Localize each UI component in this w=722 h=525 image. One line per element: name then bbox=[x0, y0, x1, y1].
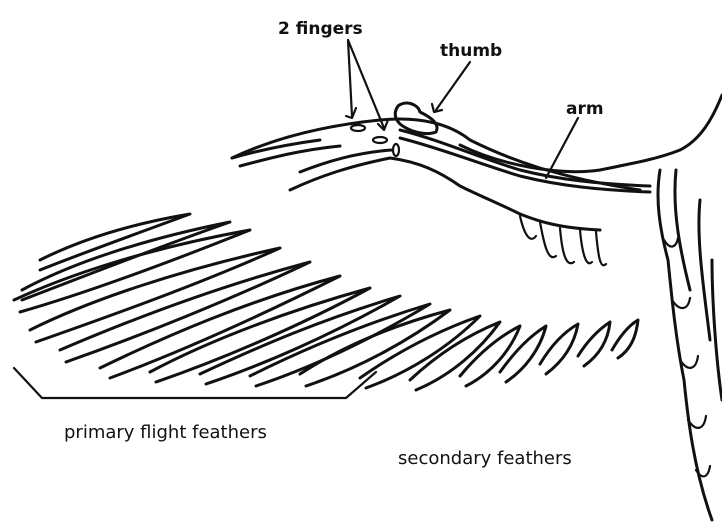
covert-row-1 bbox=[232, 140, 392, 172]
covert-row-2 bbox=[290, 158, 600, 230]
finger-oval-2 bbox=[373, 137, 387, 143]
label-fingers: 2 fingers bbox=[278, 19, 363, 39]
inner-secondary-tips bbox=[520, 216, 606, 265]
label-primary-flight-feathers: primary flight feathers bbox=[64, 422, 267, 443]
label-secondary-feathers: secondary feathers bbox=[398, 448, 572, 469]
arm-pointer bbox=[546, 118, 578, 178]
label-arm: arm bbox=[566, 99, 604, 119]
body-tail-feathers bbox=[658, 170, 722, 520]
primary-bracket bbox=[14, 368, 376, 398]
finger-oval-3 bbox=[393, 144, 399, 156]
label-thumb: thumb bbox=[440, 41, 502, 61]
fingers-pointer-left bbox=[348, 40, 352, 116]
thumb-pointer bbox=[436, 62, 470, 110]
finger-oval-1 bbox=[351, 125, 365, 131]
